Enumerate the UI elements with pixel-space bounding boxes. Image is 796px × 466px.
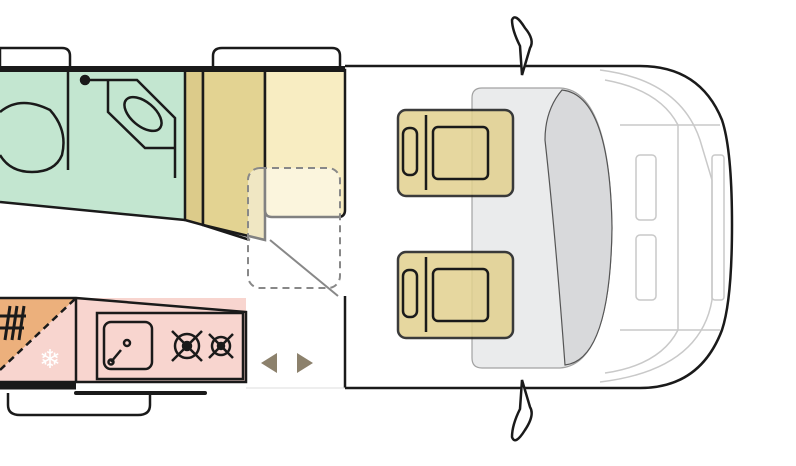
windshield (544, 89, 613, 366)
kitchen-counter (0, 298, 246, 382)
fridge-grill-icon (0, 305, 26, 341)
bathroom (0, 70, 185, 220)
wardrobe-light (263, 68, 347, 219)
snowflake-icon: ❄ (39, 344, 61, 374)
window-top-left (0, 46, 72, 66)
stove-burner-icon (208, 333, 234, 359)
wardrobe-dark (183, 68, 205, 227)
mirror-icon (510, 16, 533, 76)
window-bottom-left (6, 393, 152, 417)
swivel-area (247, 167, 341, 289)
stove-burner-icon (171, 330, 203, 362)
toilet-icon (0, 101, 65, 174)
mirror-icon (510, 379, 533, 442)
direction-arrows-icon (261, 353, 313, 373)
kitchen-worktop (95, 311, 245, 381)
sink-icon (102, 320, 154, 371)
window-top-mid (211, 46, 342, 70)
driver-seat-icon (396, 108, 515, 198)
washbasin-icon (79, 74, 177, 178)
passenger-seat-icon (396, 250, 515, 340)
cab-front-detail (599, 69, 725, 383)
